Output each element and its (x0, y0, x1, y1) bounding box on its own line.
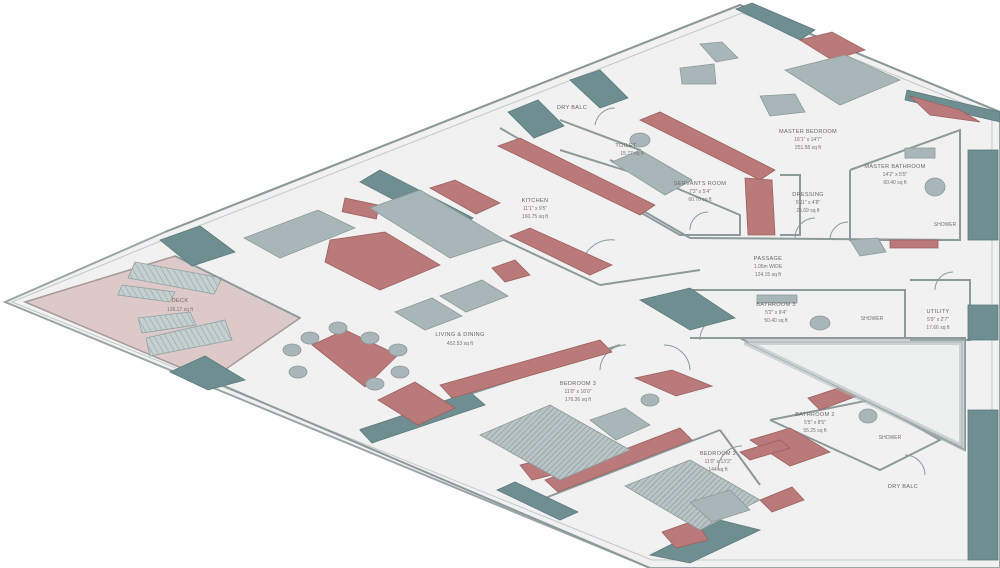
deck (22, 255, 302, 381)
room-label-passage: PASSAGE 1.05m WIDE 124.15 sq ft (754, 256, 783, 278)
room-label-master-bathroom: MASTER BATHROOM 14'2" x 5'5" 60.40 sq ft (864, 164, 925, 186)
room-dims: 5'9" x 2'7" (927, 317, 949, 323)
room-name: TOILET (615, 143, 637, 149)
room-dims: 14'2" x 5'5" (883, 172, 908, 178)
room-name: KITCHEN (522, 198, 549, 204)
shower-label: SHOWER (879, 435, 902, 441)
room-label-dry-balc-bottom: DRY BALC (888, 484, 918, 490)
room-name: DRY BALC (888, 484, 918, 490)
room-name: MASTER BATHROOM (864, 164, 925, 170)
room-area: 144 sq ft (708, 467, 728, 473)
room-area: 15.77 sq ft (620, 151, 644, 157)
room-dims: 11'0" x 13'2" (704, 459, 731, 465)
room-label-bedroom-3: BEDROOM 3 11'0" x 16'0" 176.36 sq ft (560, 381, 596, 403)
room-name: DRESSING (792, 192, 824, 198)
room-label-master-bedroom: MASTER BEDROOM 16'1" x 14'7" 251.58 sq f… (779, 129, 837, 151)
room-name: UTILITY (927, 309, 950, 315)
room-dims: 7'3" x 5'4" (689, 189, 711, 195)
room-label-bathroom-2: BATHROOM 2 5'5" x 8'5" 55.25 sq ft (795, 412, 835, 434)
room-dims: 16'1" x 14'7" (794, 137, 822, 143)
room-label-utility: UTILITY 5'9" x 2'7" 17.66 sq ft (926, 309, 950, 331)
room-label-bedroom-2: BEDROOM 2 11'0" x 13'2" 144 sq ft (700, 451, 736, 473)
room-name: DECK (172, 298, 189, 304)
room-area: 17.66 sq ft (926, 325, 950, 331)
room-name: BEDROOM 3 (560, 381, 596, 387)
room-label-dry-balc-top: DRY BALC (557, 105, 587, 111)
room-label-deck: DECK 126.17 sq ft (167, 298, 194, 313)
room-area: 176.36 sq ft (565, 397, 592, 403)
shower-label: SHOWER (934, 222, 957, 228)
room-dims: 1.05m WIDE (754, 264, 783, 270)
room-area: 55.25 sq ft (803, 428, 827, 434)
room-name: PASSAGE (754, 256, 782, 262)
shower-label: SHOWER (861, 316, 884, 322)
room-area: 124.15 sq ft (755, 272, 782, 278)
room-dims: 5'2" x 9'4" (765, 310, 787, 316)
room-name: SERVANTS ROOM (674, 181, 727, 187)
room-label-living-dining: LIVING & DINING 452.53 sq ft (435, 332, 484, 347)
room-label-servants-room: SERVANTS ROOM 7'3" x 5'4" 60.70 sq ft (674, 181, 727, 203)
room-label-toilet: TOILET 15.77 sq ft (615, 143, 644, 157)
room-label-kitchen: KITCHEN 11'1" x 9'5" 160.75 sq ft (522, 198, 549, 220)
room-label-dressing: DRESSING 5'11" x 4'8" 25.69 sq ft (792, 192, 824, 214)
room-name: BATHROOM 2 (795, 412, 835, 418)
room-labels: DECK 126.17 sq ft LIVING & DINING 452.53… (167, 105, 957, 490)
room-area: 60.40 sq ft (883, 180, 907, 186)
room-area: 251.58 sq ft (795, 145, 822, 151)
room-dims: 11'1" x 9'5" (523, 206, 547, 212)
room-area: 452.53 sq ft (447, 341, 474, 347)
furniture-grey (243, 41, 946, 531)
void-panel (743, 339, 965, 452)
room-area: 160.75 sq ft (522, 214, 549, 220)
room-area: 50.40 sq ft (764, 318, 788, 324)
room-dims: 11'0" x 16'0" (564, 389, 591, 395)
room-name: DRY BALC (557, 105, 587, 111)
room-label-bathroom-3: BATHROOM 3 5'2" x 9'4" 50.40 sq ft (756, 302, 796, 324)
room-area: 60.70 sq ft (688, 197, 712, 203)
room-dims: 5'5" x 8'5" (804, 420, 826, 426)
room-name: BATHROOM 3 (756, 302, 796, 308)
room-area: 25.69 sq ft (796, 208, 820, 214)
room-dims: 5'11" x 4'8" (796, 200, 820, 206)
room-area: 126.17 sq ft (167, 307, 194, 313)
room-name: LIVING & DINING (435, 332, 484, 338)
room-name: BEDROOM 2 (700, 451, 736, 457)
room-name: MASTER BEDROOM (779, 129, 837, 135)
furniture-red (311, 31, 981, 549)
